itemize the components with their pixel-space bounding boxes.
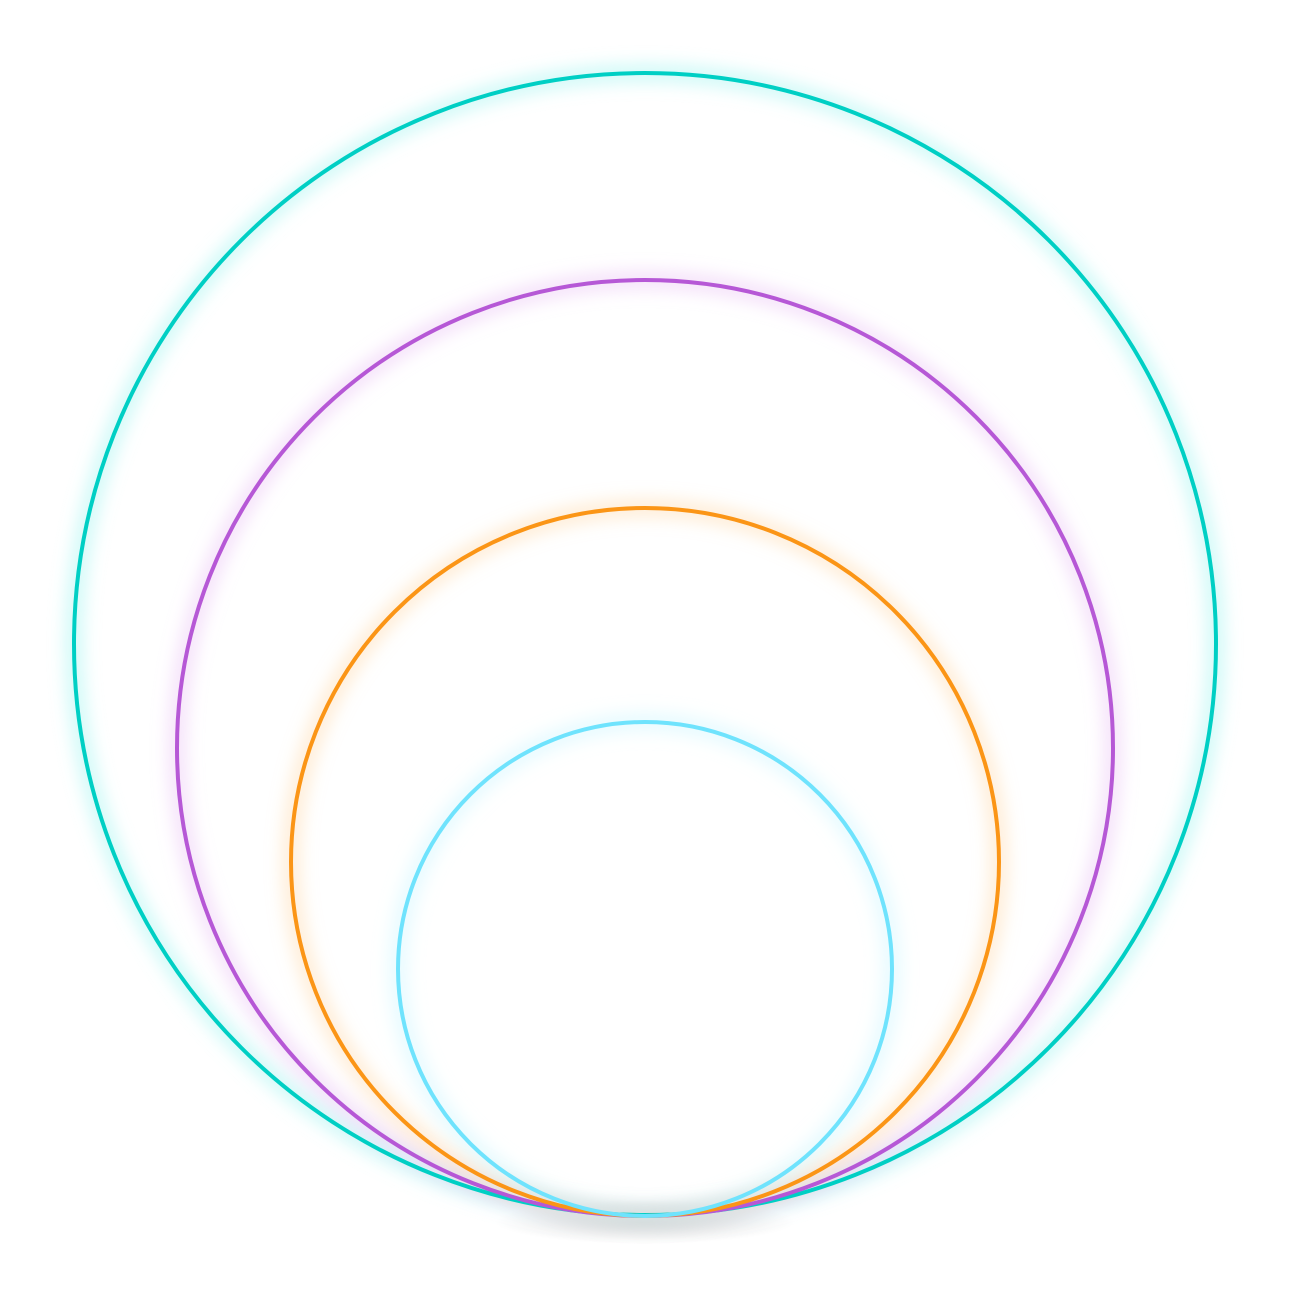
second-ring-glow: [170, 273, 1120, 1223]
inner-ring: [396, 720, 894, 1218]
third-ring-glow: [284, 501, 1006, 1223]
glow-layer: [67, 66, 1223, 1223]
inner-ring-glow: [391, 715, 899, 1223]
ring-layer: [72, 71, 1218, 1218]
outer-ring-glow: [67, 66, 1223, 1222]
